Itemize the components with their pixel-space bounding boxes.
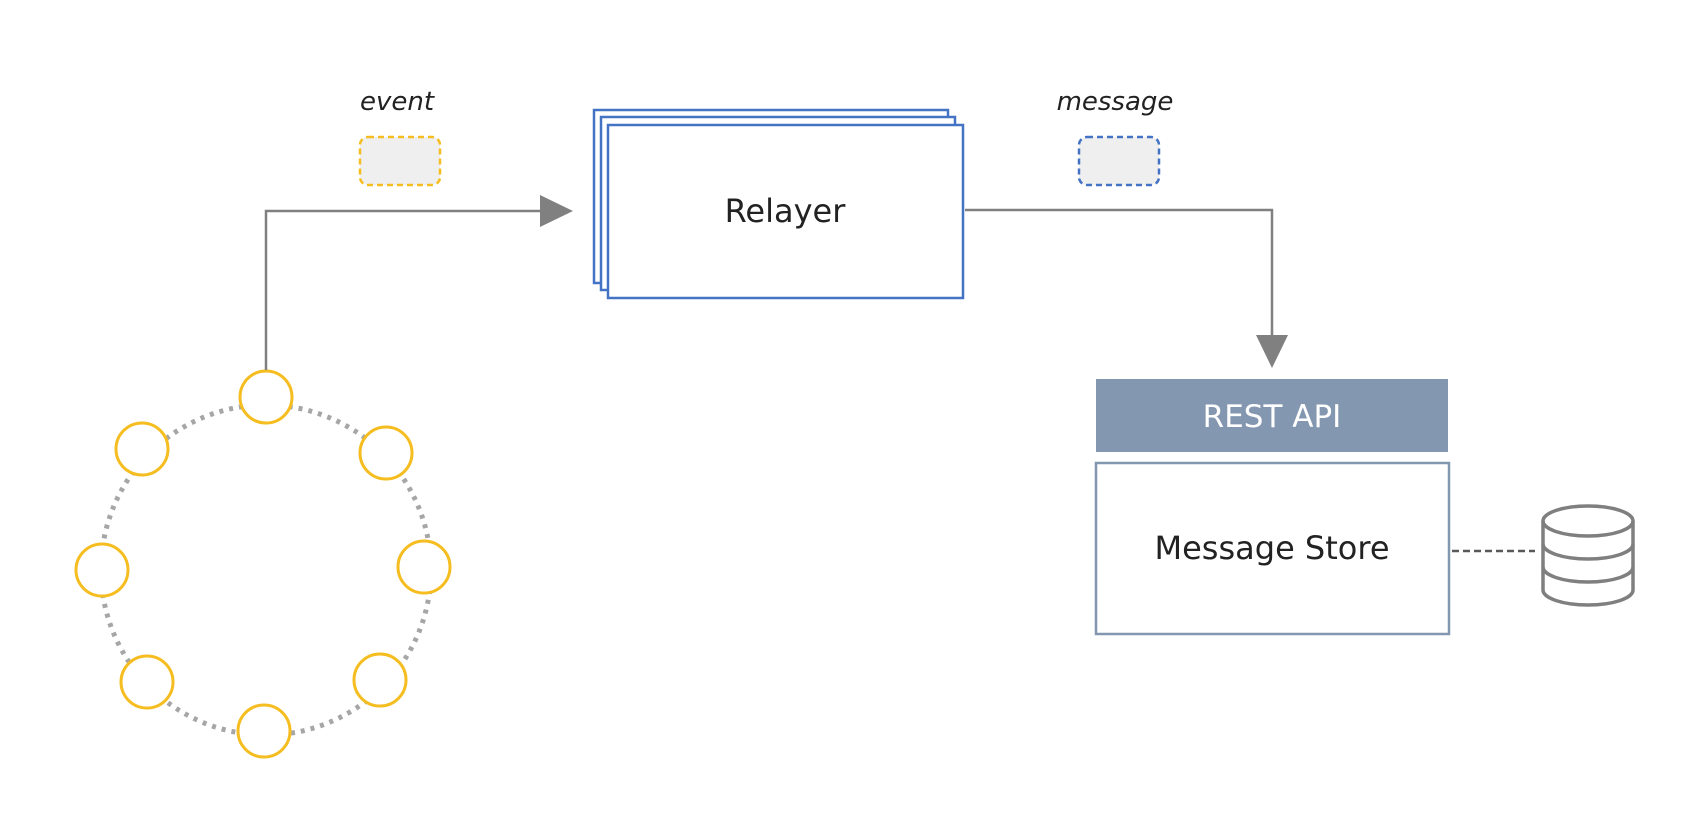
ring-node-right — [396, 539, 452, 595]
ring-node-top — [238, 369, 294, 425]
ring-node-bottom-right — [352, 652, 408, 708]
message-store-label: Message Store — [1155, 529, 1390, 567]
message-store-box — [1094, 461, 1451, 636]
node-ring — [74, 369, 452, 759]
event-arrowhead — [540, 195, 573, 227]
message-token — [1077, 135, 1161, 187]
rest-api-label: REST API — [1203, 399, 1342, 435]
event-connector — [264, 209, 568, 370]
ring-node-top-left — [114, 421, 170, 477]
relayer-box — [606, 123, 965, 300]
ring-node-bottom-left — [119, 654, 175, 710]
event-token — [358, 135, 442, 187]
relayer-label: Relayer — [725, 192, 847, 230]
message-connector — [965, 208, 1274, 340]
ring-node-top-right — [358, 425, 414, 481]
message-label: message — [1057, 87, 1174, 117]
relayer-stack: Relayer — [592, 108, 965, 300]
event-label: event — [360, 87, 435, 117]
ring-node-bottom — [236, 703, 292, 759]
ring-node-left — [74, 542, 130, 598]
message-arrowhead — [1256, 335, 1288, 368]
database-icon — [1541, 504, 1635, 607]
rest-api-bar — [1096, 379, 1448, 452]
